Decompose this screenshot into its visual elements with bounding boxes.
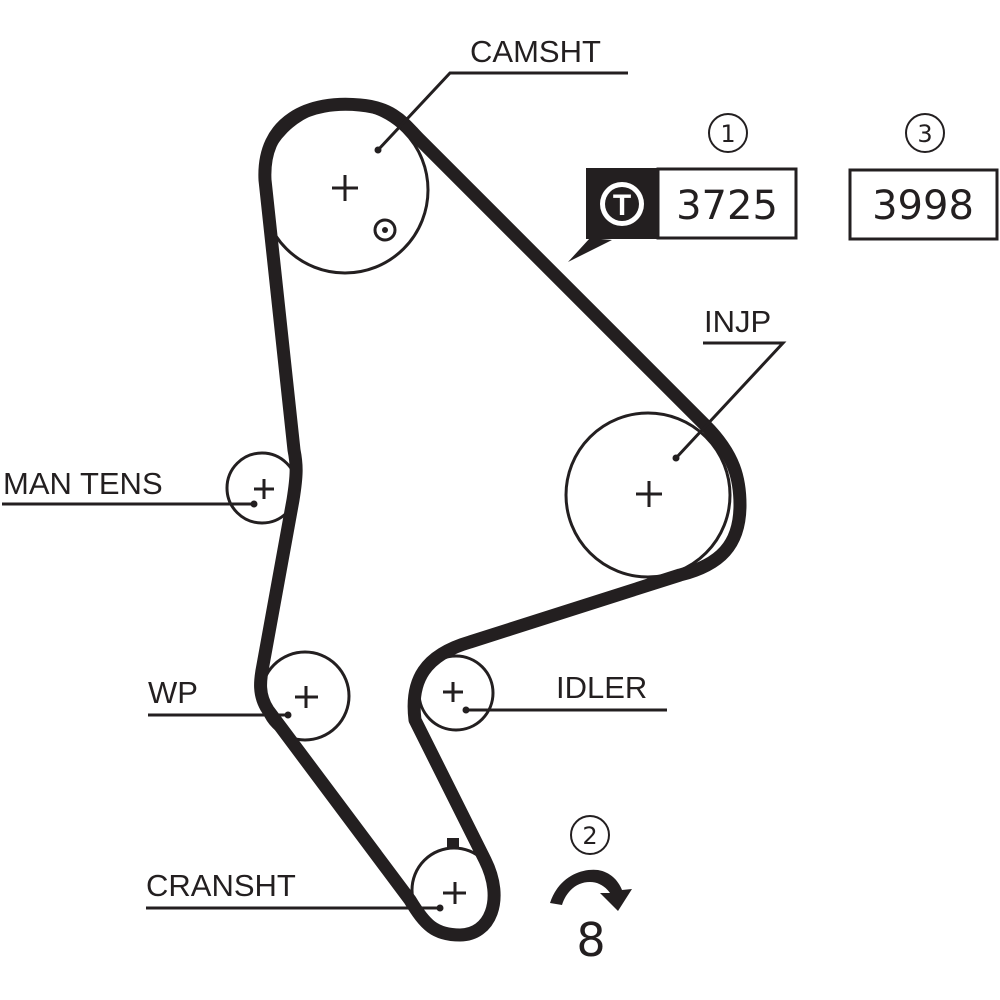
idler-label: IDLER — [556, 670, 647, 705]
injection-pump-center-mark — [636, 481, 662, 507]
marker-3-number: 3 — [917, 120, 932, 148]
idler-center-mark — [443, 682, 463, 702]
marker-1-number: 1 — [720, 120, 735, 148]
tensioner-T-icon: T — [600, 182, 644, 226]
camshaft-label: CAMSHT — [470, 34, 601, 69]
water-pump-center-mark — [295, 686, 318, 708]
manual-tensioner-center-mark — [254, 479, 274, 499]
svg-text:T: T — [613, 189, 631, 222]
callout-1-value: 3725 — [676, 183, 778, 229]
water-pump-label: WP — [148, 675, 198, 710]
camshaft-timing-mark-icon — [373, 218, 397, 242]
injection-pump-label: INJP — [704, 304, 771, 339]
marker-2-number: 2 — [582, 822, 597, 850]
crankshaft-timing-mark-icon — [447, 838, 459, 848]
marker-1-icon — [708, 113, 748, 153]
injection-pump-leader — [674, 341, 787, 460]
callout-1: 1 T 3725 — [568, 113, 798, 262]
clockwise-arrow-icon — [550, 869, 632, 911]
callout-3-value: 3998 — [872, 183, 974, 229]
camshaft-center-mark — [332, 175, 358, 201]
callout-pointer — [568, 238, 612, 262]
callout-3: 3 3998 — [848, 113, 999, 241]
marker-3-icon — [905, 113, 945, 153]
camshaft-leader — [376, 71, 628, 152]
manual-tensioner-label: MAN TENS — [3, 466, 163, 501]
crankshaft-label: CRANSHT — [146, 868, 296, 903]
crankshaft-center-mark — [443, 882, 466, 904]
injection-pump-pulley — [564, 411, 732, 579]
rotation-indicator: 2 8 — [550, 815, 632, 967]
rotation-value: 8 — [576, 913, 605, 967]
timing-belt — [254, 97, 747, 942]
marker-2-icon — [570, 815, 610, 855]
